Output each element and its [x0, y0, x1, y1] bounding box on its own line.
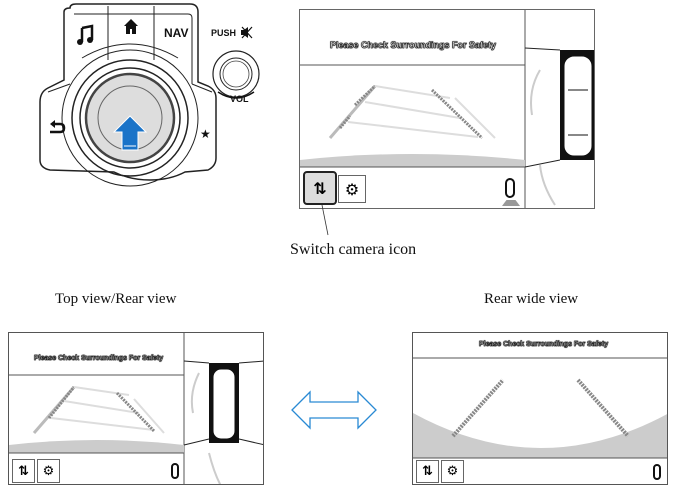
commander-controller: NAV ★ PUSH VOL — [30, 0, 270, 200]
vol-label: VOL — [230, 94, 249, 104]
car-indicator-icon — [171, 463, 179, 479]
top-rear-view-caption: Top view/Rear view — [55, 291, 177, 307]
switch-camera-button[interactable]: ⇅ — [12, 459, 35, 483]
annotation-leader-line — [321, 205, 329, 236]
car-indicator-icon — [505, 178, 515, 198]
double-arrow-icon — [291, 390, 377, 430]
safety-message: Please Check Surroundings For Safety — [34, 355, 164, 363]
settings-button[interactable]: ⚙ — [441, 460, 464, 483]
star-icon: ★ — [200, 127, 211, 141]
music-note-icon — [77, 24, 94, 45]
camera-screen-annotated: Please Check Surroundings For Safety ⇅ ⚙ — [299, 9, 595, 209]
top-rear-view-graphic — [9, 333, 263, 484]
rear-wide-view-graphic — [413, 357, 667, 459]
switch-camera-icon: ⇅ — [313, 178, 327, 198]
controller-illustration: NAV ★ PUSH VOL — [39, 3, 260, 187]
car-indicator-icon — [653, 464, 661, 480]
settings-button[interactable]: ⚙ — [37, 459, 60, 483]
home-icon — [124, 19, 138, 34]
rear-wide-view-screen: Please Check Surroundings For Safety ⇅ ⚙ — [412, 332, 668, 485]
gear-icon: ⚙ — [344, 179, 360, 199]
settings-button[interactable]: ⚙ — [338, 175, 366, 203]
camera-view-graphic — [300, 10, 594, 208]
mute-icon — [241, 26, 253, 39]
nav-button-label: NAV — [164, 26, 188, 40]
switch-camera-button[interactable]: ⇅ — [416, 460, 439, 483]
top-rear-view-screen: Please Check Surroundings For Safety ⇅ ⚙ — [8, 332, 264, 485]
gear-icon: ⚙ — [42, 463, 55, 479]
car-indicator-shadow — [502, 200, 520, 206]
switch-camera-annotation: Switch camera icon — [290, 241, 417, 258]
switch-camera-icon: ⇅ — [422, 464, 433, 479]
push-label: PUSH — [211, 28, 236, 38]
switch-camera-icon: ⇅ — [18, 463, 29, 479]
switch-camera-button[interactable]: ⇅ — [303, 171, 337, 205]
safety-message: Please Check Surroundings For Safety — [330, 40, 497, 51]
back-arrow-icon — [50, 120, 66, 134]
safety-message: Please Check Surroundings For Safety — [479, 341, 609, 349]
gear-icon: ⚙ — [446, 464, 459, 479]
up-arrow-icon — [112, 115, 148, 151]
rear-wide-view-caption: Rear wide view — [484, 291, 579, 307]
